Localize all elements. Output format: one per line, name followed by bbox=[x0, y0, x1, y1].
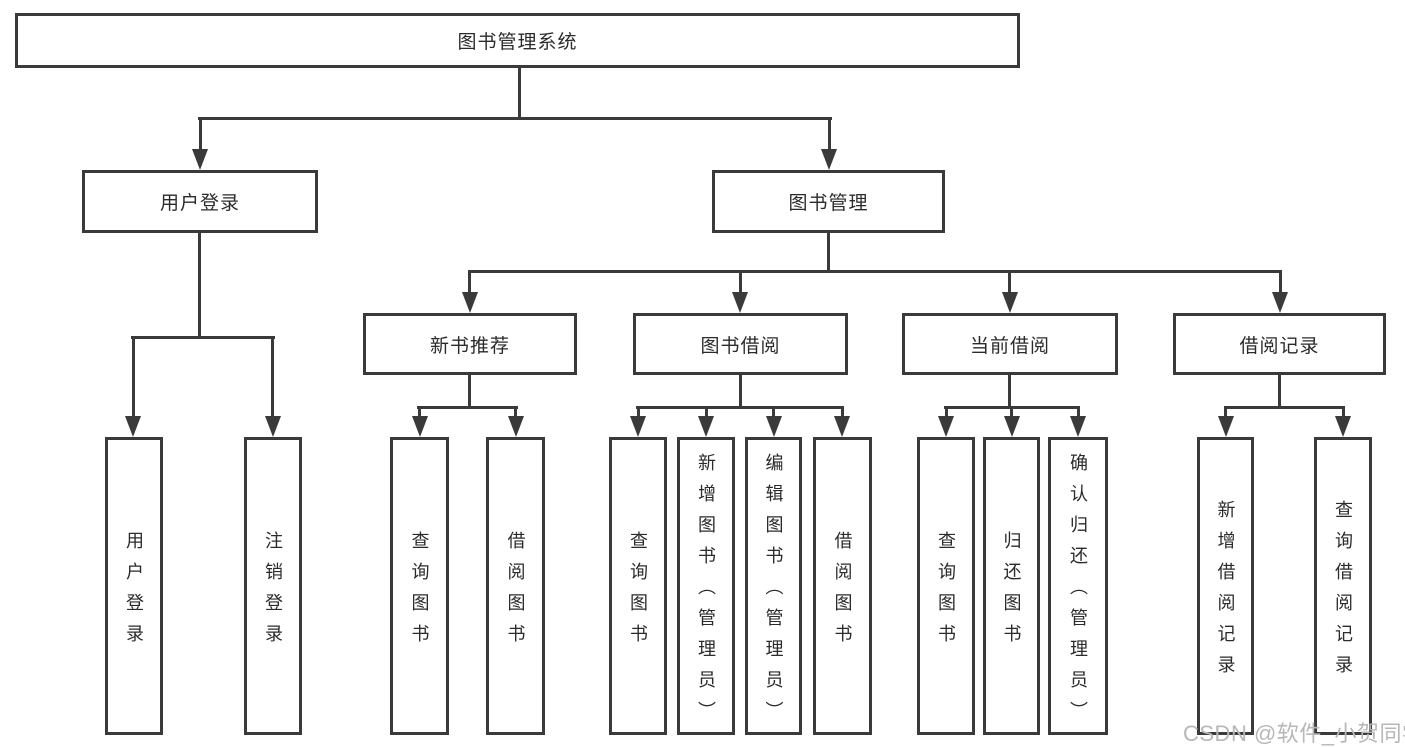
arrowhead-down-icon bbox=[1002, 292, 1018, 313]
leaf-label: 查询图书 bbox=[936, 530, 956, 655]
node-current-borrowing: 当前借阅 bbox=[902, 313, 1118, 375]
leaf-label: 新增借阅记录 bbox=[1215, 499, 1236, 686]
node-root-library-system: 图书管理系统 bbox=[15, 13, 1020, 68]
connector-line bbox=[1008, 270, 1011, 296]
arrowhead-down-icon bbox=[1218, 416, 1234, 437]
connector-line bbox=[132, 336, 135, 420]
leaf-logout: 注销登录 bbox=[244, 437, 302, 735]
connector-line bbox=[945, 406, 948, 421]
connector-line bbox=[1010, 406, 1013, 421]
leaf-confirm-return-admin: 确认归还（管理员） bbox=[1048, 437, 1108, 735]
arrowhead-down-icon bbox=[834, 416, 850, 437]
connector-line bbox=[772, 406, 775, 421]
connector-line bbox=[131, 336, 275, 339]
leaf-label: 确认归还（管理员） bbox=[1068, 453, 1088, 732]
connector-line bbox=[1224, 406, 1345, 409]
csdn-watermark: CSDN @软件_小贺同学 bbox=[1183, 721, 1405, 746]
connector-line bbox=[271, 336, 274, 420]
arrowhead-down-icon bbox=[821, 149, 837, 170]
arrowhead-down-icon bbox=[1070, 416, 1086, 437]
leaf-label: 借阅图书 bbox=[832, 530, 853, 655]
leaf-edit-book-admin: 编辑图书（管理员） bbox=[745, 437, 802, 735]
node-new-book-recommend: 新书推荐 bbox=[363, 313, 577, 375]
leaf-borrow-book-borrowing: 借阅图书 bbox=[813, 437, 872, 735]
connector-line bbox=[1342, 406, 1345, 421]
leaf-label: 注销登录 bbox=[263, 530, 283, 655]
connector-line bbox=[828, 117, 831, 153]
leaf-label: 新增图书（管理员） bbox=[696, 453, 716, 732]
connector-line bbox=[1279, 270, 1282, 296]
connector-line bbox=[739, 375, 742, 409]
connector-line bbox=[199, 117, 202, 153]
leaf-label: 编辑图书（管理员） bbox=[763, 453, 784, 732]
leaf-add-book-admin: 新增图书（管理员） bbox=[677, 437, 735, 735]
arrowhead-down-icon bbox=[698, 416, 714, 437]
leaf-user-login: 用户登录 bbox=[105, 437, 163, 735]
leaf-query-book-borrowing: 查询图书 bbox=[609, 437, 667, 735]
arrowhead-down-icon bbox=[508, 416, 524, 437]
connector-line bbox=[418, 406, 421, 421]
connector-line bbox=[1008, 375, 1011, 409]
arrowhead-down-icon bbox=[630, 416, 646, 437]
node-book-borrowing: 图书借阅 bbox=[633, 313, 848, 375]
connector-line bbox=[1224, 406, 1227, 421]
connector-line bbox=[637, 406, 640, 421]
arrowhead-down-icon bbox=[412, 416, 428, 437]
leaf-return-book: 归还图书 bbox=[983, 437, 1040, 735]
leaf-query-borrow-record: 查询借阅记录 bbox=[1314, 437, 1372, 735]
arrowhead-down-icon bbox=[192, 149, 208, 170]
leaf-label: 用户登录 bbox=[124, 530, 144, 655]
leaf-label: 查询图书 bbox=[628, 530, 648, 655]
connector-line bbox=[1077, 406, 1080, 421]
connector-line bbox=[198, 233, 201, 337]
connector-line bbox=[417, 406, 518, 409]
arrowhead-down-icon bbox=[462, 292, 478, 313]
leaf-add-borrow-record: 新增借阅记录 bbox=[1197, 437, 1254, 735]
arrowhead-down-icon bbox=[265, 416, 281, 437]
leaf-label: 查询图书 bbox=[409, 530, 430, 655]
connector-line bbox=[468, 270, 471, 296]
leaf-label: 借阅图书 bbox=[505, 530, 526, 655]
leaf-borrow-book-recommend: 借阅图书 bbox=[486, 437, 545, 735]
leaf-label: 查询借阅记录 bbox=[1333, 499, 1353, 686]
arrowhead-down-icon bbox=[1272, 292, 1288, 313]
arrowhead-down-icon bbox=[938, 416, 954, 437]
arrowhead-down-icon bbox=[125, 416, 141, 437]
connector-line bbox=[739, 270, 742, 296]
connector-line bbox=[198, 117, 832, 120]
connector-line bbox=[1278, 375, 1281, 409]
connector-line bbox=[636, 406, 844, 409]
node-user-login: 用户登录 bbox=[82, 170, 318, 233]
connector-line bbox=[514, 406, 517, 421]
connector-line bbox=[468, 375, 471, 409]
arrowhead-down-icon bbox=[732, 292, 748, 313]
connector-line bbox=[518, 68, 521, 118]
leaf-label: 归还图书 bbox=[1001, 530, 1022, 655]
node-borrowing-records: 借阅记录 bbox=[1173, 313, 1386, 375]
connector-line bbox=[468, 270, 1282, 273]
arrowhead-down-icon bbox=[1004, 416, 1020, 437]
arrowhead-down-icon bbox=[1335, 416, 1351, 437]
leaf-query-book-current: 查询图书 bbox=[917, 437, 975, 735]
leaf-query-book-recommend: 查询图书 bbox=[390, 437, 449, 735]
node-book-management: 图书管理 bbox=[712, 170, 945, 233]
connector-line bbox=[705, 406, 708, 421]
connector-line bbox=[841, 406, 844, 421]
arrowhead-down-icon bbox=[766, 416, 782, 437]
connector-line bbox=[827, 233, 830, 273]
